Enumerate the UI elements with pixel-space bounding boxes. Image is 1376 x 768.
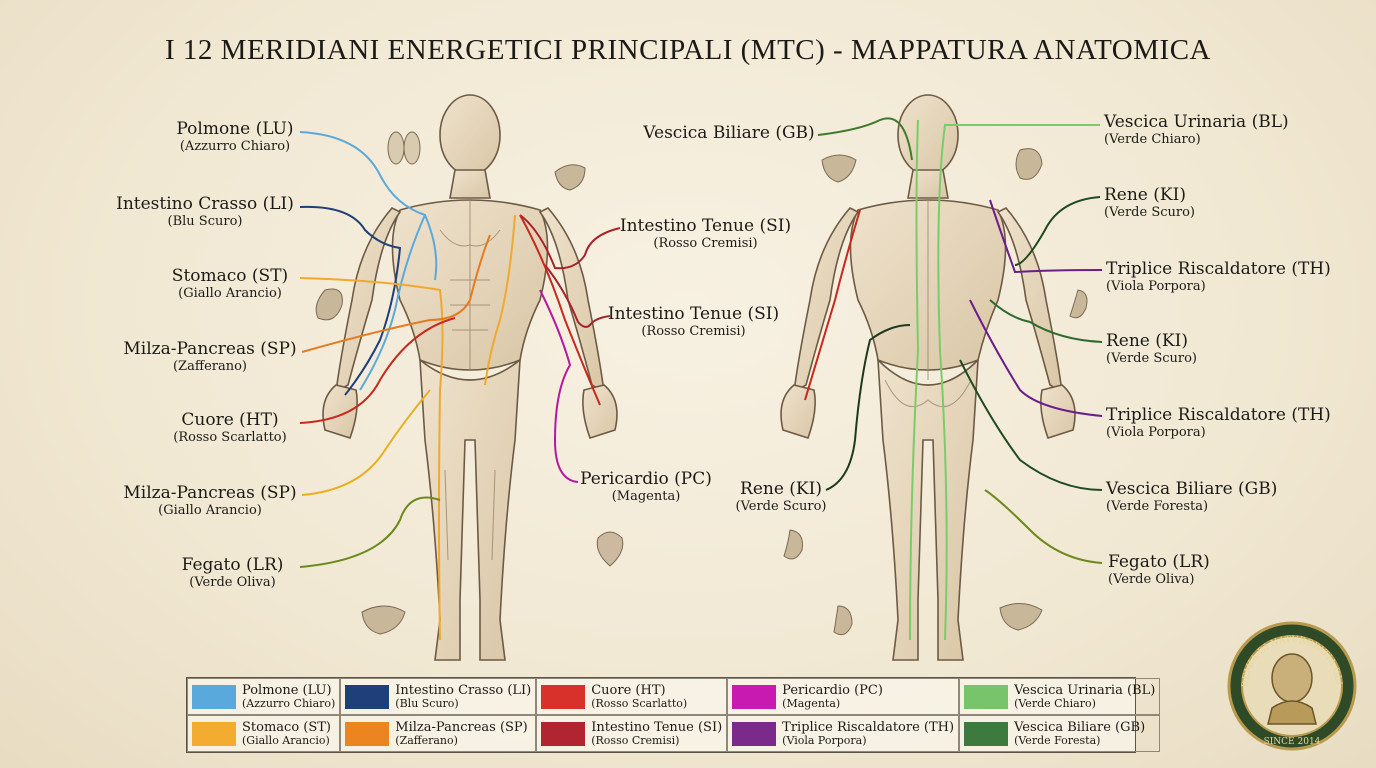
legend-item-triplice-riscaldatore: Triplice Riscaldatore (TH)(Viola Porpora… (727, 715, 959, 752)
liver-icon (555, 165, 585, 190)
label-vescica-biliare-gb-bottom: Vescica Biliare (GB) (Verde Foresta) (1106, 480, 1306, 514)
legend-swatch (541, 722, 585, 746)
label-stomaco-st: Stomaco (ST) (Giallo Arancio) (155, 267, 305, 301)
legend-item-milza-pancreas: Milza-Pancreas (SP)(Zafferano) (340, 715, 536, 752)
legend-swatch (541, 685, 585, 709)
label-vescica-urinaria-bl: Vescica Urinaria (BL) (Verde Chiaro) (1104, 113, 1304, 147)
seal-since: SINCE 2014 (1264, 737, 1321, 747)
academy-seal-logo: ACCADEMIA DI NATUROPATIA OLISTICA SINCE … (1226, 620, 1358, 752)
label-triplice-riscaldatore-th-1: Triplice Riscaldatore (TH) (Viola Porpor… (1106, 260, 1346, 294)
stomach-icon-2 (1016, 149, 1042, 180)
label-milza-pancreas-sp-1: Milza-Pancreas (SP) (Zafferano) (115, 340, 305, 374)
legend-item-cuore: Cuore (HT)(Rosso Scarlatto) (536, 678, 727, 715)
legend-swatch (732, 722, 776, 746)
liver-icon-4 (1000, 603, 1042, 630)
legend-item-vescica-urinaria: Vescica Urinaria (BL)(Verde Chiaro) (959, 678, 1160, 715)
legend-item-stomaco: Stomaco (ST)(Giallo Arancio) (187, 715, 340, 752)
label-polmone-lu: Polmone (LU) (Azzurro Chiaro) (160, 120, 310, 154)
label-cuore-ht: Cuore (HT) (Rosso Scarlatto) (155, 411, 305, 445)
label-intestino-crasso-li: Intestino Crasso (LI) (Blu Scuro) (110, 195, 300, 229)
label-rene-ki-1: Rene (KI) (Verde Scuro) (1104, 186, 1244, 220)
label-vescica-biliare-gb-top: Vescica Biliare (GB) (640, 124, 818, 144)
legend-swatch (192, 722, 236, 746)
legend-item-vescica-biliare: Vescica Biliare (GB)(Verde Foresta) (959, 715, 1160, 752)
kidney-icon-3 (834, 606, 852, 635)
kidney-icon (1070, 290, 1087, 318)
kidney-icon-2 (784, 530, 803, 559)
liver-icon-2 (362, 606, 405, 634)
label-intestino-tenue-si-1: Intestino Tenue (SI) (Rosso Cremisi) (618, 217, 793, 251)
label-fegato-lr: Fegato (LR) (Verde Oliva) (165, 556, 300, 590)
label-rene-ki-3: Rene (KI) (Verde Scuro) (726, 480, 836, 514)
label-milza-pancreas-sp-2: Milza-Pancreas (SP) (Giallo Arancio) (115, 484, 305, 518)
stomach-icon (316, 289, 342, 320)
legend-swatch (732, 685, 776, 709)
legend-swatch (345, 685, 389, 709)
legend-swatch (964, 685, 1008, 709)
legend-item-pericardio: Pericardio (PC)(Magenta) (727, 678, 959, 715)
label-pericardio-pc: Pericardio (PC) (Magenta) (576, 470, 716, 504)
label-fegato-lr-back: Fegato (LR) (Verde Oliva) (1108, 553, 1248, 587)
liver-icon-3 (822, 155, 856, 182)
label-intestino-tenue-si-2: Intestino Tenue (SI) (Rosso Cremisi) (606, 305, 781, 339)
legend-item-intestino-tenue: Intestino Tenue (SI)(Rosso Cremisi) (536, 715, 727, 752)
legend-swatch (964, 722, 1008, 746)
heart-icon (597, 532, 623, 566)
legend-item-polmone: Polmone (LU)(Azzurro Chiaro) (187, 678, 340, 715)
legend-item-intestino-crasso: Intestino Crasso (LI)(Blu Scuro) (340, 678, 536, 715)
label-triplice-riscaldatore-th-2: Triplice Riscaldatore (TH) (Viola Porpor… (1106, 406, 1346, 440)
legend: Polmone (LU)(Azzurro Chiaro) Intestino C… (186, 677, 1136, 753)
legend-swatch (192, 685, 236, 709)
label-rene-ki-2: Rene (KI) (Verde Scuro) (1106, 332, 1246, 366)
lungs-icon (388, 132, 420, 164)
legend-swatch (345, 722, 389, 746)
